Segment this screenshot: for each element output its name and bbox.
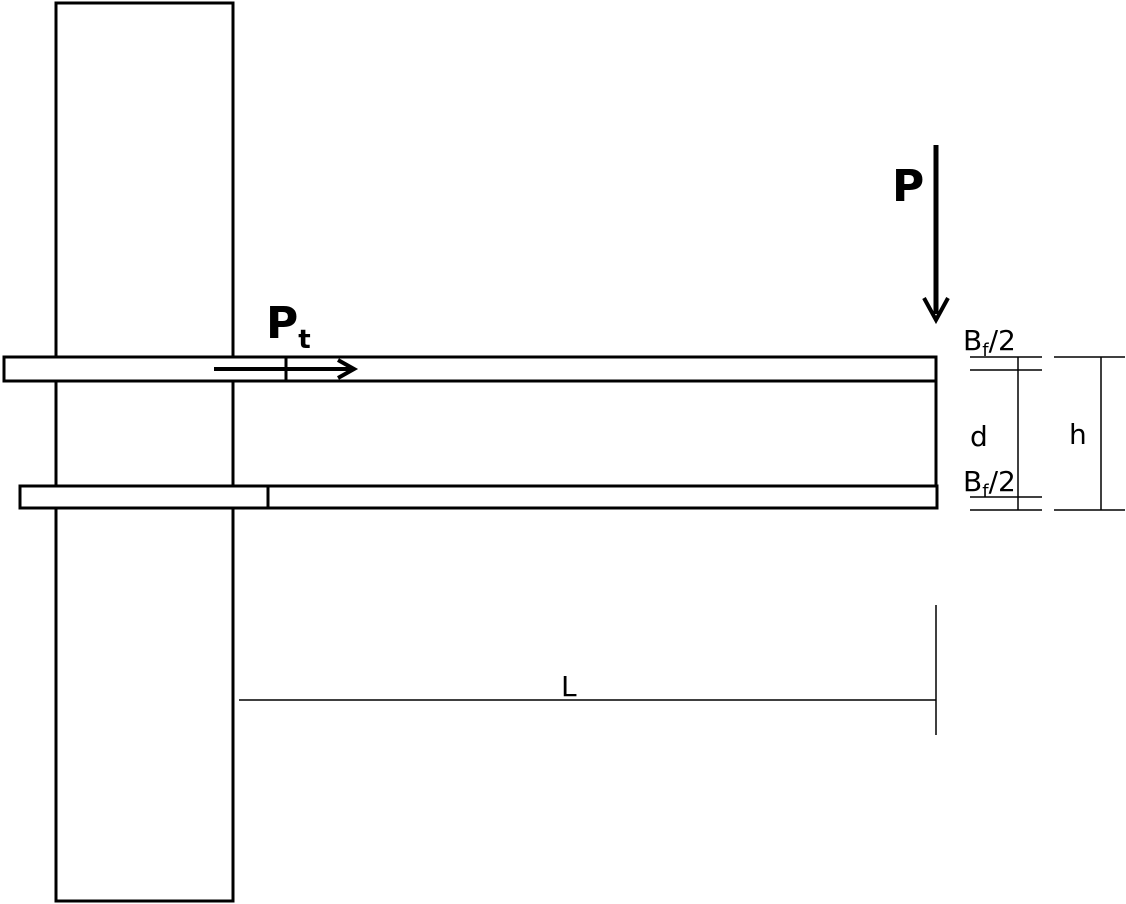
bottom-flange [18,484,939,510]
length-label: L [561,670,577,703]
top-flange [2,355,938,383]
load-arrowhead [922,297,950,325]
flange-half-top-label: Bf/2 [963,324,1016,361]
tension-force-arrowhead [337,358,359,380]
depth-label: d [970,420,988,453]
column [54,1,235,903]
flange-half-bottom-label: Bf/2 [963,465,1016,502]
height-label: h [1069,418,1087,451]
tension-force-label: Pt [266,298,311,355]
load-label: P [892,161,924,212]
